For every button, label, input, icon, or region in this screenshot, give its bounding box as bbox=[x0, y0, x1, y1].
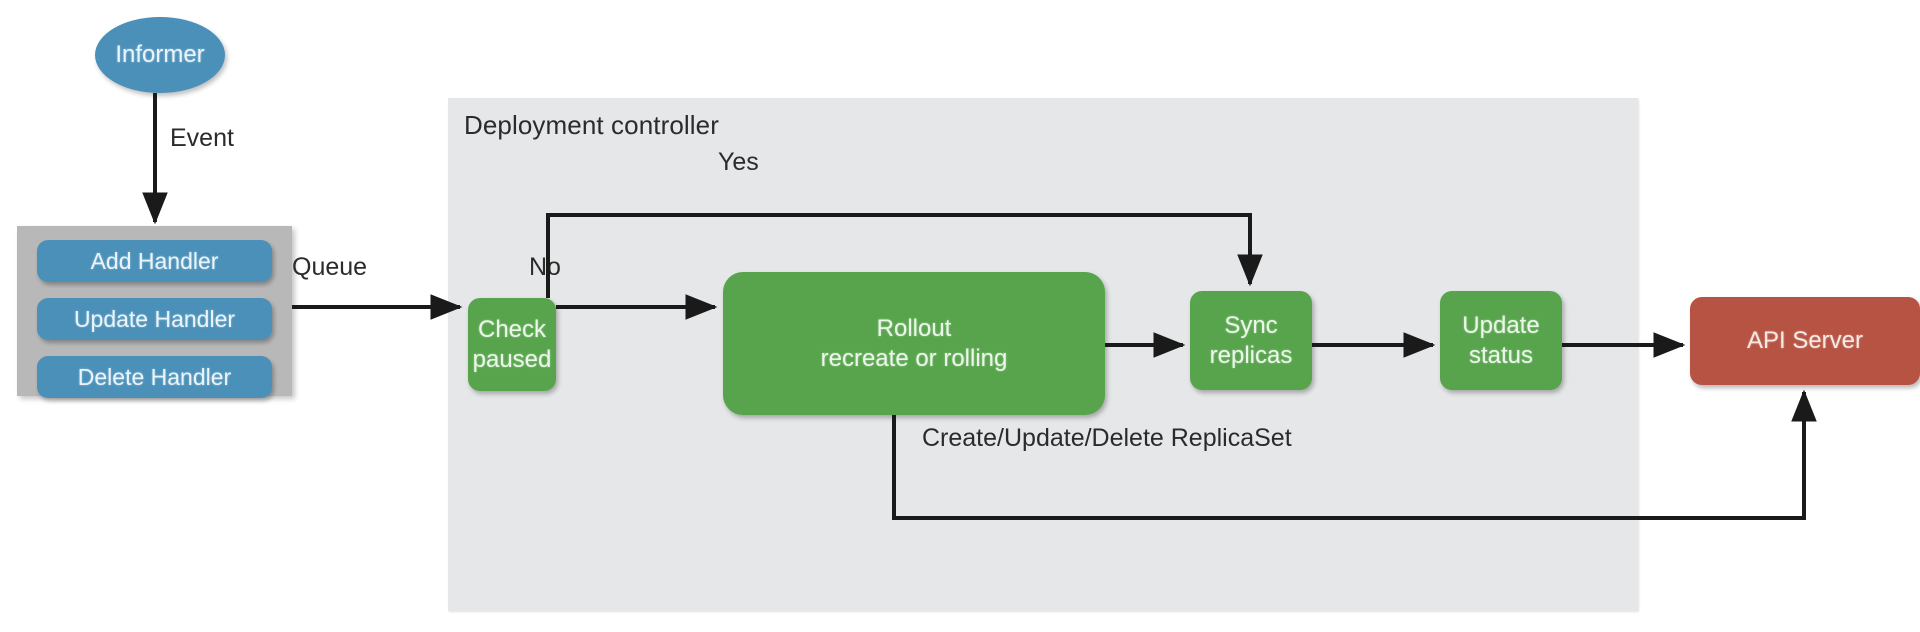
edge-label-no: No bbox=[529, 253, 561, 281]
edge-label-replicaset: Create/Update/Delete ReplicaSet bbox=[922, 424, 1292, 452]
delete-handler-node: Delete Handler bbox=[37, 356, 272, 398]
rollout-line-2: recreate or rolling bbox=[820, 344, 1008, 372]
rollout-line-1: Rollout bbox=[876, 315, 952, 343]
edge-label-event: Event bbox=[170, 124, 234, 152]
update-status-node: Update status bbox=[1440, 291, 1562, 390]
add-handler-node: Add Handler bbox=[37, 240, 272, 282]
check-paused-line-2: paused bbox=[472, 345, 552, 373]
api-server-node: API Server bbox=[1690, 297, 1920, 385]
check-paused-line-1: Check bbox=[477, 316, 547, 344]
edge-label-queue: Queue bbox=[292, 253, 368, 281]
rollout-node: Rollout recreate or rolling bbox=[723, 272, 1105, 415]
handler-group: Add Handler Update Handler Delete Handle… bbox=[17, 226, 292, 398]
check-paused-node: Check paused bbox=[468, 298, 556, 391]
informer-node: Informer bbox=[95, 17, 225, 93]
edge-label-yes: Yes bbox=[718, 148, 759, 176]
update-status-line-2: status bbox=[1468, 341, 1534, 369]
update-handler-node: Update Handler bbox=[37, 298, 272, 340]
deployment-controller-title: Deployment controller bbox=[464, 110, 719, 140]
update-status-line-1: Update bbox=[1462, 312, 1540, 340]
sync-replicas-node: Sync replicas bbox=[1190, 291, 1312, 390]
sync-replicas-line-2: replicas bbox=[1209, 341, 1293, 369]
sync-replicas-line-1: Sync bbox=[1224, 312, 1278, 340]
